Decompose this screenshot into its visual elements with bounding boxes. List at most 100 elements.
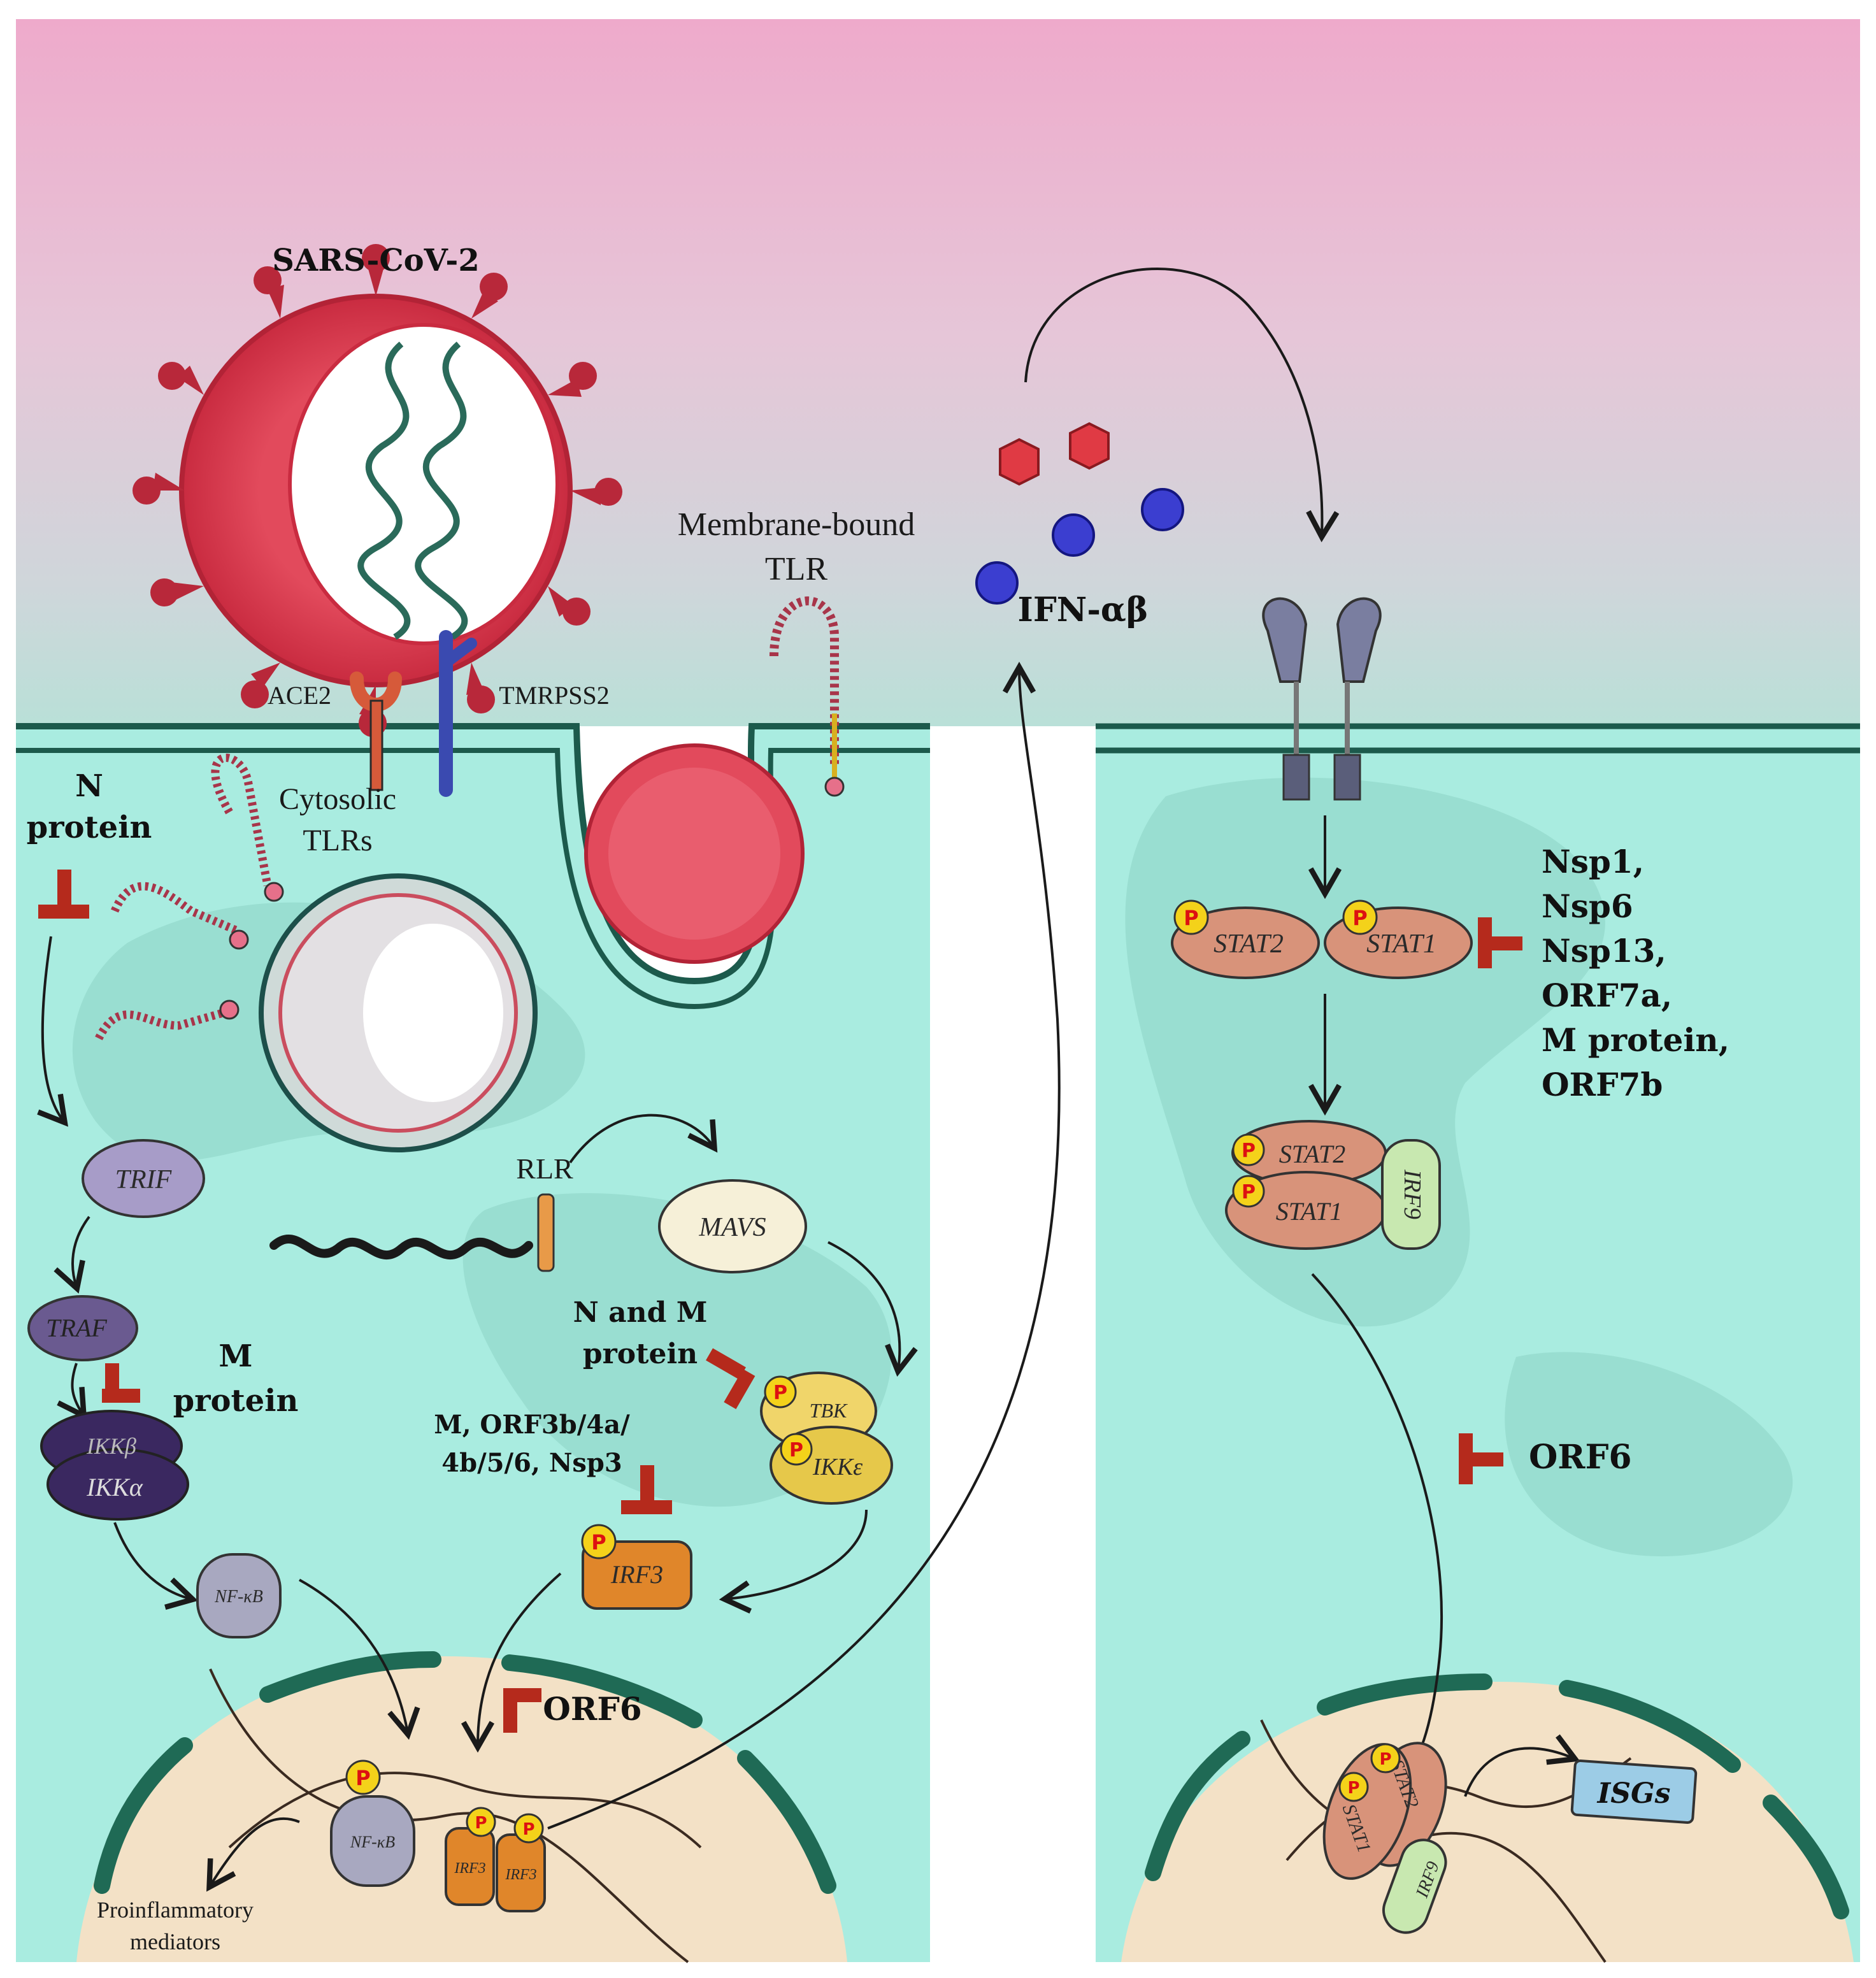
membrane-bound-tlr-icon (770, 596, 845, 797)
arrow (461, 1572, 562, 1753)
left-dna (209, 1668, 702, 1963)
svg-text:P: P (591, 1530, 606, 1554)
arrow (54, 1215, 90, 1294)
phospho-badge: P (1232, 1175, 1265, 1208)
right-nuclear-envelope (1145, 1673, 1849, 1919)
cytosolic-tlr-icon (95, 754, 272, 1041)
tbk-label: TBK (810, 1399, 848, 1422)
inhibition-icon (1478, 917, 1522, 968)
ifn-loop-arrow (1024, 268, 1340, 543)
virus-title: SARS-CoV-2 (272, 243, 479, 278)
phospho-badge: P (764, 1375, 797, 1408)
inhibitor-item: ORF7b (1542, 1066, 1663, 1103)
arrow (57, 1363, 87, 1421)
m-protein-label-1: M (218, 1338, 252, 1374)
ifnar-receptor (1262, 597, 1382, 801)
right-nucleus (1121, 1682, 1854, 1962)
cytosolic-tlr-label-1: Cytosolic (279, 782, 396, 816)
ikke-label: IKKε (812, 1454, 863, 1480)
n-and-m-label-1: N and M (573, 1296, 708, 1329)
complex-irf9-node (1381, 1139, 1441, 1250)
inhibition-icon (706, 1348, 755, 1409)
membrane-bound-tlr-label-2: TLR (765, 551, 828, 587)
trif-node (82, 1139, 205, 1218)
arrow (113, 1522, 198, 1610)
irf3-label: IRF3 (610, 1560, 663, 1589)
orf3b-label-2: 4b/5/6, Nsp3 (441, 1448, 622, 1478)
rlr-label: RLR (516, 1152, 573, 1185)
arrow (206, 1817, 300, 1892)
nuclear-irf3-b-label: IRF3 (505, 1867, 536, 1883)
stat2-node (1171, 907, 1320, 979)
arrow (37, 936, 69, 1127)
viral-rna (269, 1234, 533, 1260)
nuclear-irf3-a-label: IRF3 (454, 1860, 485, 1877)
svg-text:P: P (1184, 906, 1198, 930)
complex-stat1-label: STAT1 (1276, 1197, 1342, 1226)
ikka-label: IKKα (86, 1473, 143, 1501)
phospho-badge: P (780, 1433, 813, 1466)
complex-irf9-label: IRF9 (1399, 1169, 1426, 1219)
phospho-badge: P (1342, 899, 1378, 935)
isgs-label: ISGs (1596, 1777, 1671, 1810)
traf-node (27, 1295, 138, 1361)
mavs-label: MAVS (698, 1213, 766, 1242)
inhibition-icon (621, 1465, 672, 1514)
cytosolic-tlr-heads (219, 882, 284, 1020)
cytosolic-tlr-label-2: TLRs (303, 824, 372, 857)
inhibition-icon (38, 870, 89, 919)
inhibitor-item: M protein, (1542, 1021, 1729, 1059)
proinflammatory-label-1: Proinflammatory (97, 1897, 254, 1923)
ifn-label: IFN-αβ (1018, 591, 1149, 629)
arrow (1311, 1273, 1443, 1776)
svg-text:P: P (1352, 906, 1367, 930)
svg-text:P: P (475, 1814, 487, 1833)
inhibitor-item: ORF7a, (1542, 977, 1672, 1014)
proinflammatory-label-2: mediators (130, 1929, 220, 1954)
rlr-icon (537, 1193, 555, 1272)
endosome (259, 873, 538, 1152)
orf3b-label-1: M, ORF3b/4a/ (434, 1410, 630, 1440)
ifn-secretion-arrow (547, 661, 1061, 1830)
svg-text:P: P (1242, 1181, 1256, 1203)
ikkb-label: IKKβ (86, 1433, 136, 1459)
phospho-badge: P (1173, 899, 1209, 935)
phospho-badge: P (466, 1807, 496, 1837)
stat1-label: STAT1 (1366, 929, 1436, 959)
stat2-label: STAT2 (1214, 929, 1284, 959)
left-orf6-label: ORF6 (543, 1690, 641, 1728)
ifn-molecules (975, 422, 1184, 605)
membrane-bound-tlr-label-1: Membrane-bound (678, 506, 915, 543)
irf3-node (582, 1540, 692, 1610)
nfkb-node (196, 1553, 282, 1638)
svg-text:P: P (1242, 1140, 1256, 1162)
arrow (827, 1241, 918, 1377)
mavs-node (658, 1179, 807, 1273)
arrow (719, 1509, 868, 1614)
inhibitor-item: Nsp1, (1542, 843, 1644, 880)
right-cell-membrane (1096, 723, 1860, 754)
arrow (299, 1579, 420, 1740)
m-protein-label-2: protein (173, 1383, 299, 1419)
isgs-box (1570, 1759, 1698, 1824)
endocytic-virion (584, 743, 805, 964)
stat-inhibitor-list: Nsp1, Nsp6 Nsp13, ORF7a, M protein, ORF7… (1542, 843, 1729, 1103)
right-orf6-label: ORF6 (1529, 1438, 1632, 1477)
n-protein-label-1: N (75, 768, 103, 804)
nfkb-label: NF-κB (214, 1587, 263, 1607)
cytoplasm-shade (1505, 1352, 1793, 1557)
tmprss2-receptor (439, 630, 477, 797)
svg-text:P: P (355, 1766, 370, 1790)
svg-text:P: P (1347, 1779, 1359, 1798)
n-and-m-label-2: protein (583, 1338, 698, 1370)
nuclear-nfkb-label: NF-κB (350, 1833, 395, 1851)
inhibition-icon (503, 1688, 541, 1733)
sars-cov-2-virion (132, 244, 622, 737)
arrow (569, 1114, 718, 1164)
inhibitor-item: Nsp13, (1542, 932, 1666, 970)
complex-stat2-label: STAT2 (1279, 1140, 1345, 1168)
arrow (1464, 1734, 1580, 1797)
ace2-receptor (350, 671, 402, 791)
left-nuclear-envelope (94, 1651, 836, 1894)
